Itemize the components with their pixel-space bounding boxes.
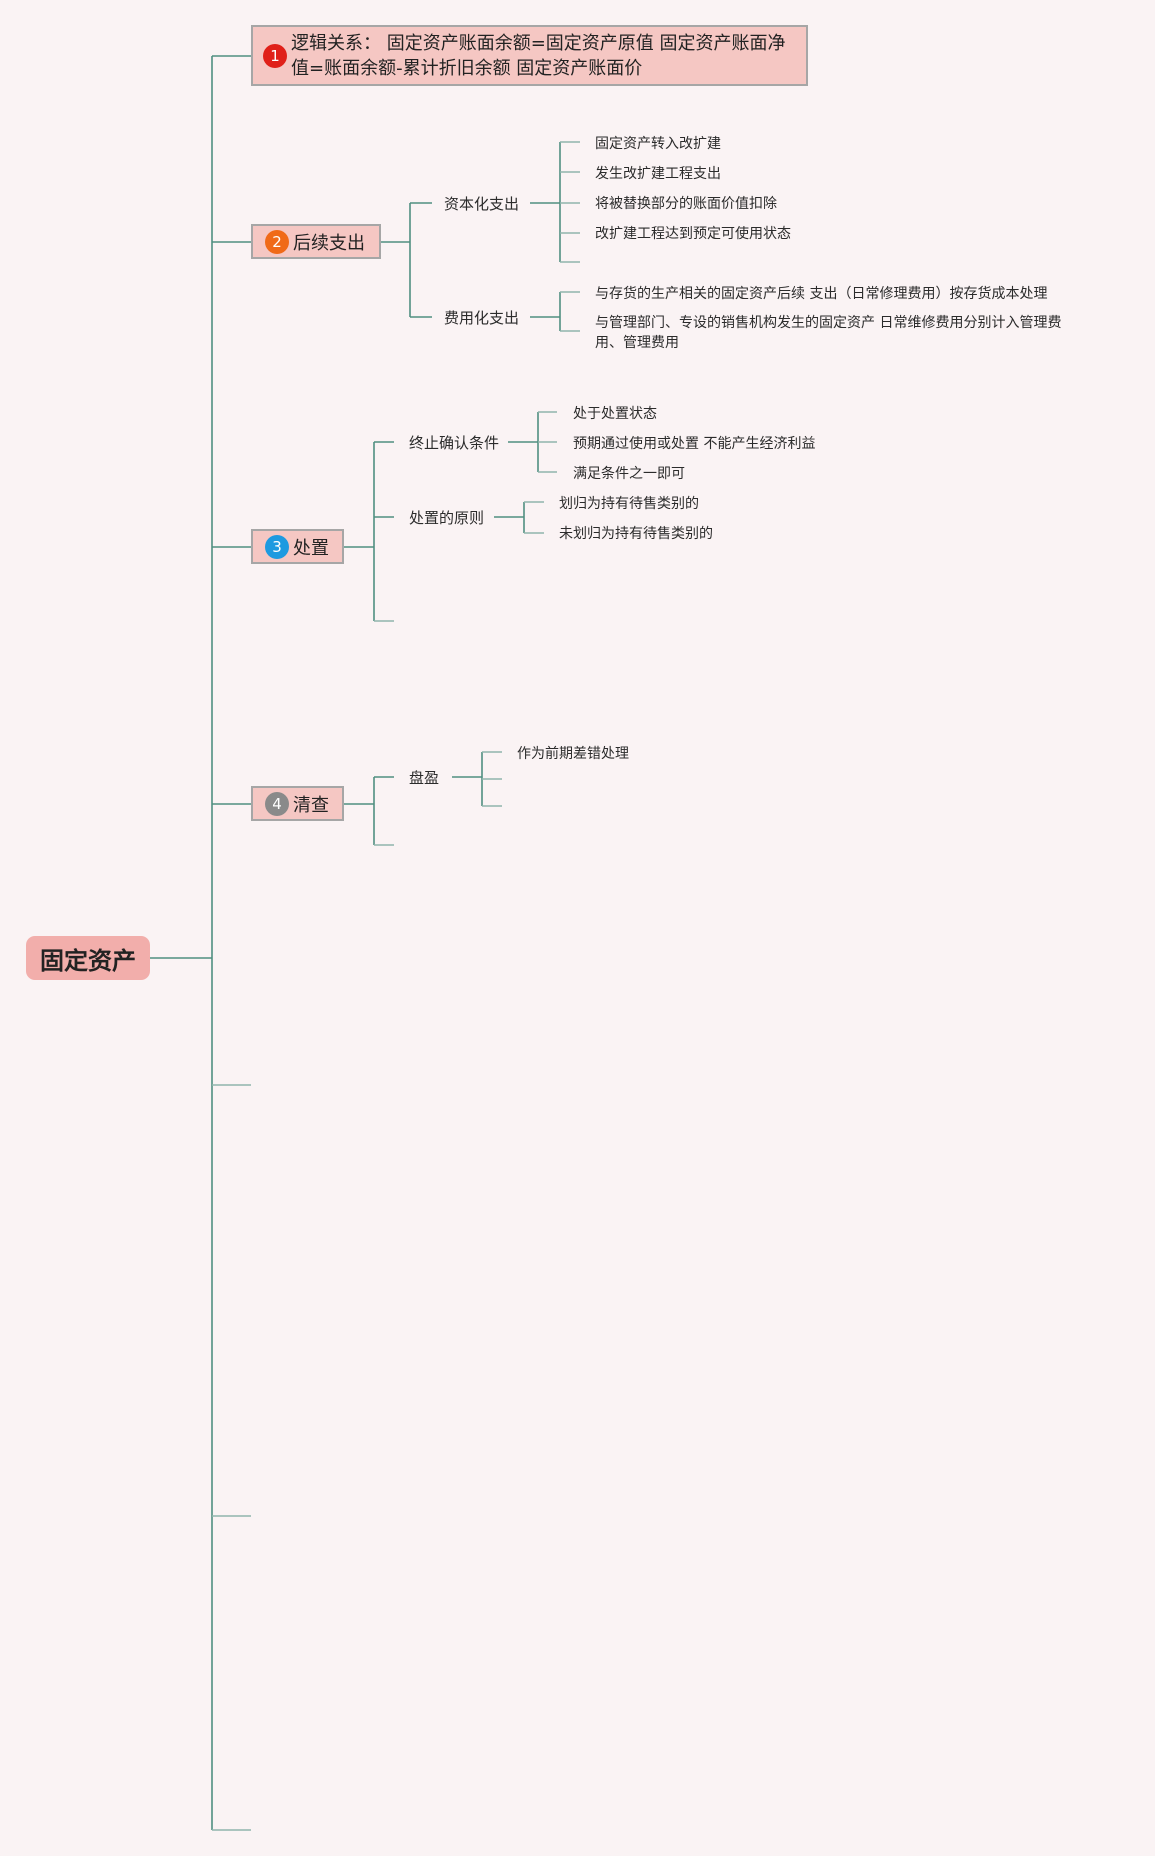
leaf-item[interactable]: 固定资产转入改扩建 — [595, 136, 721, 152]
node-derecognition-conditions[interactable]: 终止确认条件 — [409, 434, 500, 452]
priority-1-icon: 1 — [263, 43, 287, 68]
branch-inventory-check-label: 清查 — [293, 794, 329, 816]
branch-logic-relation-text: 逻辑关系： 固定资产账面余额=固定资产原值 固定资产账面净值=账面余额-累计折旧… — [291, 32, 786, 79]
leaf-item[interactable]: 满足条件之一即可 — [573, 466, 685, 482]
node-disposal-principles[interactable]: 处置的原则 — [409, 509, 485, 527]
node-capitalized-expenditure[interactable]: 资本化支出 — [444, 195, 520, 213]
root-node[interactable]: 固定资产 — [26, 936, 150, 980]
priority-3-icon: 3 — [265, 534, 289, 559]
node-inventory-surplus[interactable]: 盘盈 — [409, 769, 440, 787]
leaf-item[interactable]: 未划归为持有待售类别的 — [559, 526, 713, 542]
branch-subsequent-expenditure[interactable]: 2 后续支出 — [251, 224, 381, 259]
leaf-item[interactable]: 与管理部门、专设的销售机构发生的固定资产 日常维修费用分别计入管理费用、管理费用 — [595, 315, 1062, 351]
leaf-item[interactable]: 划归为持有待售类别的 — [559, 496, 699, 512]
leaf-item[interactable]: 预期通过使用或处置 不能产生经济利益 — [573, 436, 816, 452]
branch-disposal-label: 处置 — [293, 537, 329, 559]
branch-logic-relation[interactable]: 1 逻辑关系： 固定资产账面余额=固定资产原值 固定资产账面净值=账面余额-累计… — [251, 25, 808, 86]
branch-inventory-check[interactable]: 4 清查 — [251, 786, 344, 821]
root-label: 固定资产 — [40, 946, 136, 975]
leaf-item[interactable]: 发生改扩建工程支出 — [595, 166, 721, 182]
leaf-item[interactable]: 将被替换部分的账面价值扣除 — [595, 196, 777, 212]
leaf-item[interactable]: 作为前期差错处理 — [517, 746, 629, 762]
branch-disposal[interactable]: 3 处置 — [251, 529, 344, 564]
leaf-item[interactable]: 处于处置状态 — [573, 406, 657, 422]
priority-4-icon: 4 — [265, 791, 289, 816]
leaf-item[interactable]: 与存货的生产相关的固定资产后续 支出（日常修理费用）按存货成本处理 — [595, 286, 1048, 302]
leaf-item[interactable]: 改扩建工程达到预定可使用状态 — [595, 226, 791, 242]
branch-subsequent-expenditure-label: 后续支出 — [293, 232, 365, 254]
node-expensed-expenditure[interactable]: 费用化支出 — [444, 309, 520, 327]
priority-2-icon: 2 — [265, 229, 289, 254]
